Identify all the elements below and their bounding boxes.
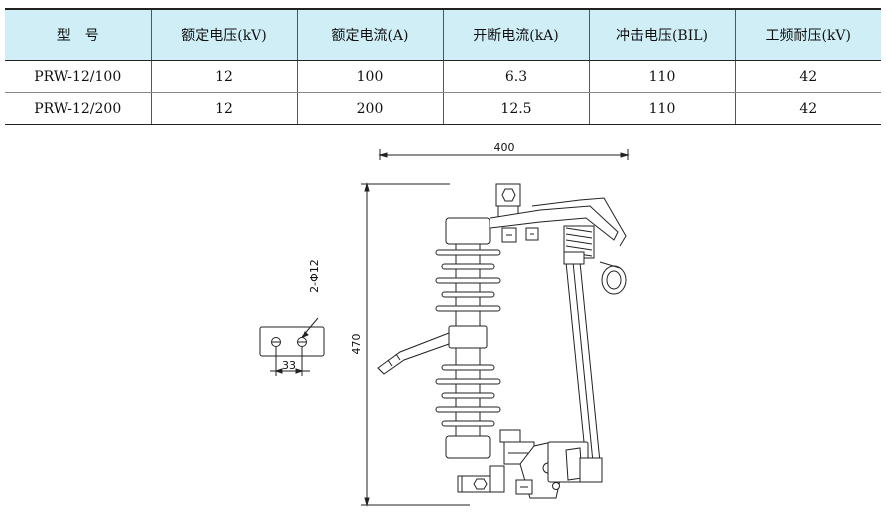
cell-model: PRW-12/100	[5, 60, 151, 93]
insulator-sheds	[435, 249, 501, 427]
height-dimension-label: 470	[350, 334, 363, 355]
fuse-tube	[563, 251, 601, 463]
cell-breaking-current: 12.5	[442, 92, 589, 125]
header-breaking-current: 开断电流(kA)	[442, 8, 589, 61]
insulator	[435, 217, 501, 459]
cell-power-freq-withstand: 42	[734, 92, 881, 125]
mounting-arm	[377, 332, 450, 375]
cell-model: PRW-12/200	[5, 92, 151, 125]
cell-rated-voltage: 12	[150, 92, 297, 125]
table-header-row: 型 号 额定电压(kV) 额定电流(A) 开断电流(kA) 冲击电压(BIL) …	[5, 8, 881, 61]
header-model: 型 号	[5, 8, 151, 61]
cell-breaking-current: 6.3	[442, 60, 589, 93]
mounting-bracket-detail	[259, 317, 325, 376]
table-row: PRW-12/100 12 100 6.3 110 42	[5, 60, 881, 93]
hole-spacing-label: 33	[282, 359, 296, 372]
header-rated-current: 额定电流(A)	[296, 8, 443, 61]
table-row: PRW-12/200 12 200 12.5 110 42	[5, 92, 881, 125]
pull-ring	[599, 261, 627, 295]
header-rated-voltage: 额定电压(kV)	[150, 8, 297, 61]
cell-power-freq-withstand: 42	[734, 60, 881, 93]
lower-contact	[457, 429, 603, 499]
width-dimension-label: 400	[494, 141, 515, 154]
dimension-lines	[361, 149, 630, 507]
cell-impulse-voltage: 110	[588, 92, 735, 125]
cell-rated-current: 100	[296, 60, 443, 93]
header-power-freq-withstand: 工频耐压(kV)	[734, 8, 881, 61]
spec-table: 型 号 额定电压(kV) 额定电流(A) 开断电流(kA) 冲击电压(BIL) …	[5, 8, 881, 125]
hole-size-label: 2-Φ12	[308, 259, 321, 293]
cell-rated-voltage: 12	[150, 60, 297, 93]
cell-impulse-voltage: 110	[588, 60, 735, 93]
header-impulse-voltage: 冲击电压(BIL)	[588, 8, 735, 61]
cell-rated-current: 200	[296, 92, 443, 125]
upper-contact	[489, 183, 627, 295]
